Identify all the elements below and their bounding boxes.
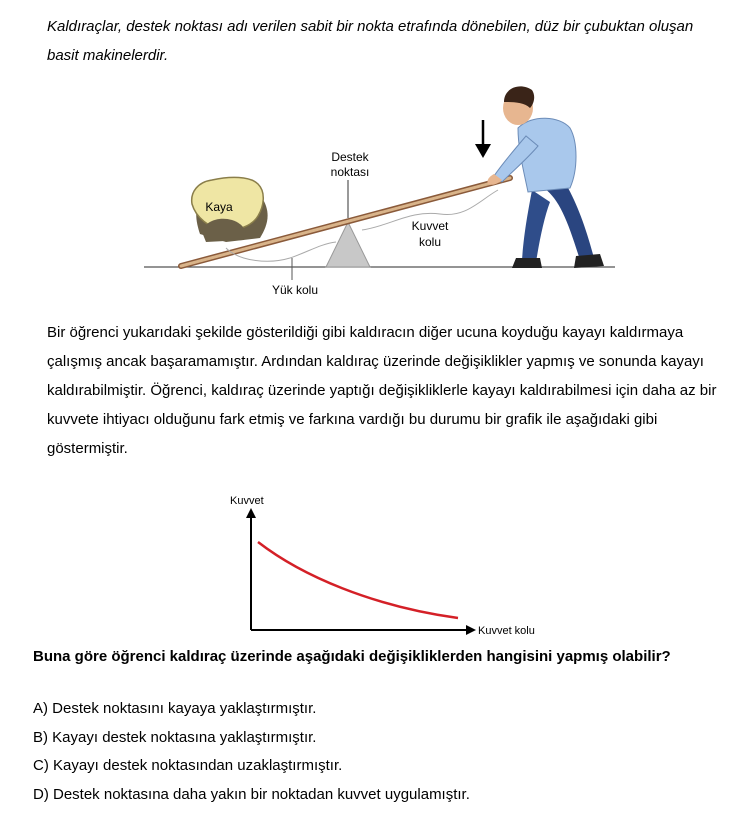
rock-label: Kaya <box>205 200 233 214</box>
lever-diagram: Kaya Destek noktası Yük kolu Kuvvet kolu <box>144 86 615 297</box>
option-c[interactable]: C) Kayayı destek noktasından uzaklaştırm… <box>33 757 343 774</box>
effort-arm-label-line2: kolu <box>419 235 441 249</box>
intro-text: Kaldıraçlar, destek noktası adı verilen … <box>47 18 694 64</box>
question-text: Buna göre öğrenci kaldıraç üzerinde aşağ… <box>33 648 671 665</box>
option-d[interactable]: D) Destek noktasına daha yakın bir nokta… <box>33 785 470 803</box>
rock-illustration <box>190 176 268 242</box>
load-arm-label: Yük kolu <box>272 283 318 297</box>
option-a[interactable]: A) Destek noktasını kayaya yaklaştırmışt… <box>33 700 317 717</box>
load-arm-brace <box>225 241 337 262</box>
fulcrum-triangle <box>325 220 371 268</box>
force-arrow-icon <box>475 120 491 158</box>
effort-arm-label-line1: Kuvvet <box>412 219 449 233</box>
graph-y-label: Kuvvet <box>230 495 264 507</box>
y-axis-arrow-icon <box>246 508 256 518</box>
graph-x-label: Kuvvet kolu <box>478 625 535 637</box>
body-text: Bir öğrenci yukarıdaki şekilde gösterild… <box>47 324 717 457</box>
fulcrum-label-line1: Destek <box>331 150 369 164</box>
x-axis-arrow-icon <box>466 625 476 635</box>
answer-options: A) Destek noktasını kayaya yaklaştırmışt… <box>33 699 470 813</box>
force-curve <box>257 541 459 620</box>
fulcrum-label-line2: noktası <box>331 165 370 179</box>
person-pushing-illustration <box>487 86 604 268</box>
option-b[interactable]: B) Kayayı destek noktasına yaklaştırmışt… <box>33 728 317 746</box>
effort-arm-brace <box>361 189 499 231</box>
force-graph: Kuvvet Kuvvet kolu <box>230 495 535 637</box>
